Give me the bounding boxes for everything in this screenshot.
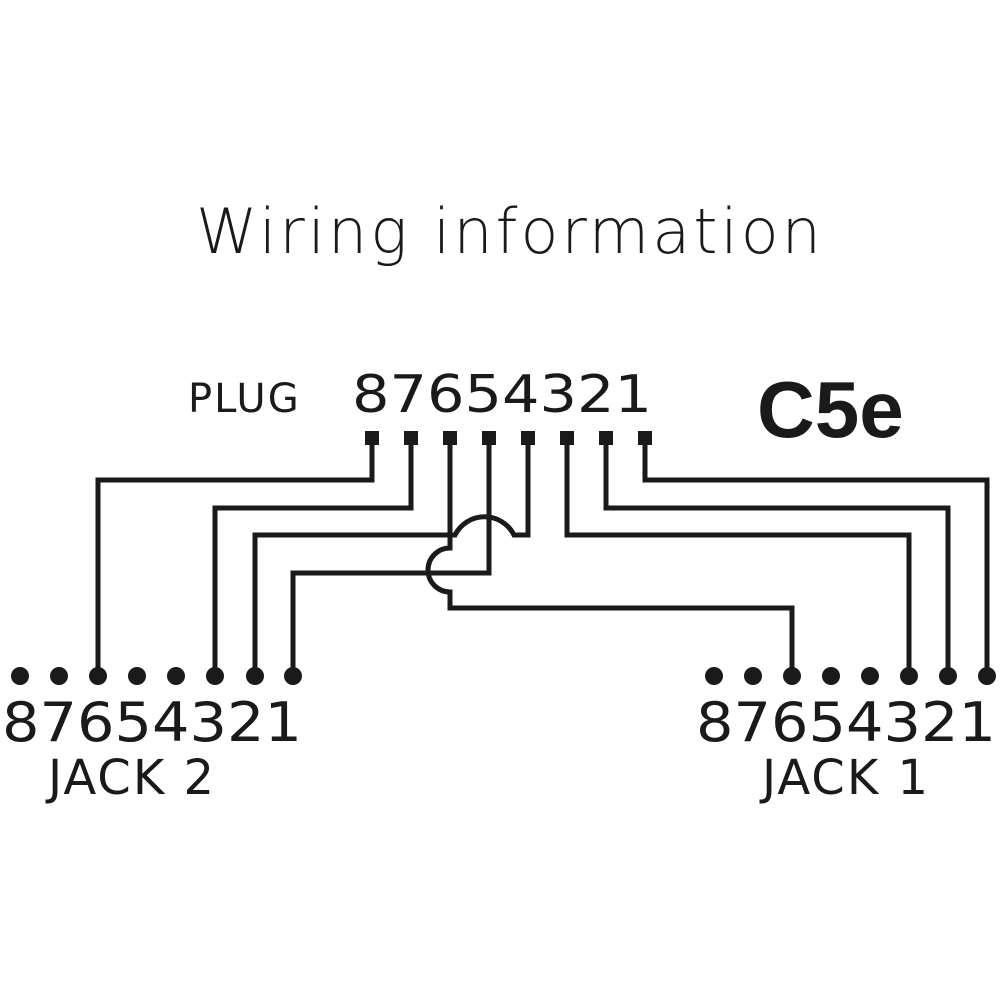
jack1-pin-2-dot xyxy=(939,667,957,685)
plug-pin-2-dot xyxy=(599,431,613,445)
wire-plug-6 xyxy=(425,438,795,676)
jack1-pin-5-dot xyxy=(822,667,840,685)
wire-group xyxy=(95,438,990,676)
wire-plug-8 xyxy=(95,438,375,676)
wire-plug-4 xyxy=(252,438,531,676)
jack1-pin-1-dot xyxy=(978,667,996,685)
jack2-pin-8-dot xyxy=(11,667,29,685)
wire-plug-2 xyxy=(603,438,951,676)
jack2-pin-6-dot xyxy=(89,667,107,685)
jack1-label: JACK 1 xyxy=(759,750,930,806)
plug-pin-4-dot xyxy=(521,431,535,445)
jack2-pin-4-dot xyxy=(167,667,185,685)
jack1-pin-3-dot xyxy=(900,667,918,685)
jack2-pin-dots xyxy=(11,667,302,685)
wire-plug-3 xyxy=(564,438,912,676)
diagram-title: Wiring information xyxy=(196,195,824,268)
jack1-pin-dots xyxy=(705,667,996,685)
jack2-pin-2-dot xyxy=(246,667,264,685)
jack1-pin-4-dot xyxy=(861,667,879,685)
category-badge: C5e xyxy=(757,365,904,454)
jack2-pin-3-dot xyxy=(206,667,224,685)
jack2-pin-1-dot xyxy=(284,667,302,685)
plug-pin-8-dot xyxy=(365,431,379,445)
wire-plug-7 xyxy=(212,438,414,676)
jack1-pin-8-dot xyxy=(705,667,723,685)
jack2-label: JACK 2 xyxy=(45,750,216,806)
wire-plug-5 xyxy=(290,438,492,676)
jack2-pin-numbers: 87654321 xyxy=(2,691,302,754)
wire-plug-1 xyxy=(642,438,990,676)
jack2-pin-5-dot xyxy=(128,667,146,685)
jack2-pin-7-dot xyxy=(50,667,68,685)
plug-pin-1-dot xyxy=(638,431,652,445)
plug-pin-dots xyxy=(365,431,652,445)
jack1-pin-numbers: 87654321 xyxy=(696,691,996,754)
jack1-pin-6-dot xyxy=(783,667,801,685)
plug-pin-5-dot xyxy=(482,431,496,445)
plug-pin-3-dot xyxy=(560,431,574,445)
plug-label: PLUG xyxy=(188,376,301,422)
plug-pin-6-dot xyxy=(443,431,457,445)
plug-pin-7-dot xyxy=(404,431,418,445)
plug-pin-numbers: 87654321 xyxy=(352,365,652,425)
jack1-pin-7-dot xyxy=(744,667,762,685)
